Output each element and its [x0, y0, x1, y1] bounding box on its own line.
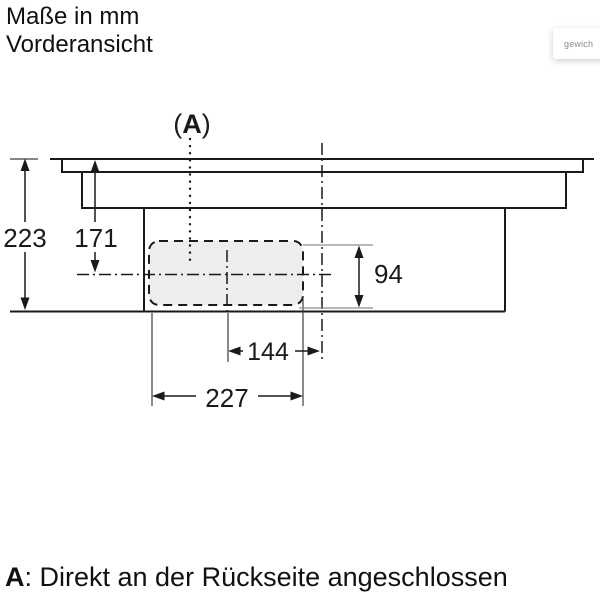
dim-223-label: 223 [3, 223, 46, 253]
arrow-144-left [228, 346, 241, 356]
footnote: A: Direkt an der Rückseite angeschlossen [5, 562, 508, 593]
arrow-223-down [20, 297, 30, 310]
marker-a-open-paren: ( [173, 109, 182, 139]
cooktop-housing [81, 171, 567, 209]
arrow-94-up [354, 245, 364, 258]
arrow-171-down [90, 260, 100, 273]
marker-a-letter: A [182, 109, 202, 139]
marker-a-label: (A) [173, 109, 211, 139]
gewicht-button[interactable]: gewich [553, 28, 600, 59]
dim-171-label: 171 [74, 223, 117, 253]
arrow-227-right [290, 391, 303, 401]
dimension-arrowheads [20, 158, 364, 401]
footnote-text: : Direkt an der Rückseite angeschlossen [24, 562, 508, 592]
centerlines [77, 143, 335, 362]
dimension-lines [24, 162, 360, 397]
units-note: Maße in mm [6, 3, 140, 30]
arrow-144-right [307, 346, 320, 356]
dimension-labels: 223 171 94 144 227 [3, 223, 403, 413]
dim-227-label: 227 [205, 383, 248, 413]
arrow-94-down [354, 295, 364, 308]
arrow-171-up [90, 160, 100, 173]
marker-a-close-paren: ) [202, 109, 211, 139]
arrow-227-left [152, 391, 165, 401]
arrow-223-up [20, 158, 30, 171]
plenum-box [10, 208, 506, 313]
extension-lines-gray [299, 244, 373, 309]
gewicht-button-label: gewich [564, 38, 594, 49]
filter-unit-dashed-box [148, 240, 304, 306]
dim-144-label: 144 [247, 338, 289, 366]
header: Maße in mm Vorderansicht [6, 3, 153, 59]
view-title: Vorderansicht [6, 31, 153, 58]
dim-94-label: 94 [374, 259, 403, 289]
footnote-marker: A [5, 562, 25, 592]
